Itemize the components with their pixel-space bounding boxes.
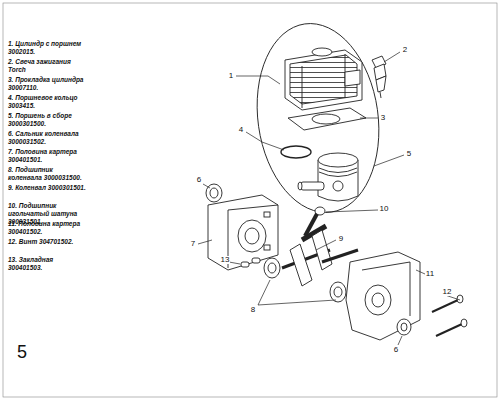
- screw: [432, 295, 467, 336]
- dowel-pin: [241, 258, 260, 267]
- crankcase-half: [208, 195, 278, 270]
- parts-list-item: 12. Винт 304701502.: [8, 238, 86, 246]
- parts-list-item: 1. Цилиндр с поршнем 3002015.: [8, 40, 86, 56]
- parts-list-item: 9. Коленвал 3000301501.: [8, 184, 86, 192]
- gasket: [288, 108, 366, 130]
- callout-number: 10: [379, 205, 390, 213]
- crank-bearing: [264, 258, 280, 278]
- group-oval: [245, 16, 390, 221]
- parts-list-item: 13. Закладная 300401503.: [8, 256, 86, 272]
- crank-bearing: [330, 282, 346, 302]
- callout-number: 8: [250, 306, 256, 314]
- callout-number: 9: [338, 235, 344, 243]
- callout-number: 3: [380, 114, 386, 122]
- crankcase-half: [346, 252, 420, 340]
- crankshaft: [282, 212, 358, 286]
- page-number: 5: [17, 343, 27, 361]
- callout-number: 13: [220, 256, 231, 264]
- parts-list-item: 11. Половина картера 300401502.: [8, 220, 86, 236]
- cylinder: [285, 48, 362, 110]
- parts-list-item: 7. Половина картера 300401501.: [8, 148, 86, 164]
- piston-ring: [281, 146, 311, 158]
- piston: [298, 153, 358, 201]
- parts-list-item: 4. Поршневое кольцо 3003415.: [8, 94, 86, 110]
- callout-number: 5: [406, 150, 412, 158]
- callout-number: 1: [228, 72, 234, 80]
- parts-list-item: 5. Поршень в сборе 3000301500.: [8, 112, 86, 128]
- spark-plug: [372, 56, 386, 98]
- callout-number: 4: [238, 126, 244, 134]
- callout-number: 7: [190, 240, 196, 248]
- parts-list-item: 2. Свеча зажигания Torch: [8, 58, 86, 74]
- callout-number: 11: [425, 270, 435, 278]
- callout-number: 12: [442, 288, 453, 296]
- leader-line: [198, 52, 460, 345]
- parts-list-item: 8. Подшипник коленвала 3000031500.: [8, 166, 86, 182]
- oil-seal: [397, 319, 411, 335]
- page-frame: [3, 3, 497, 397]
- callout-number: 6: [196, 176, 202, 184]
- parts-list-item: 6. Сальник коленвала 3000031502.: [8, 130, 86, 146]
- gasket-bore: [312, 114, 340, 124]
- callout-number: 6: [393, 346, 399, 354]
- parts-list-item: 3. Прокладка цилиндра 30007110.: [8, 76, 86, 92]
- needle-bearing: [315, 207, 325, 215]
- callout-number: 2: [402, 46, 408, 54]
